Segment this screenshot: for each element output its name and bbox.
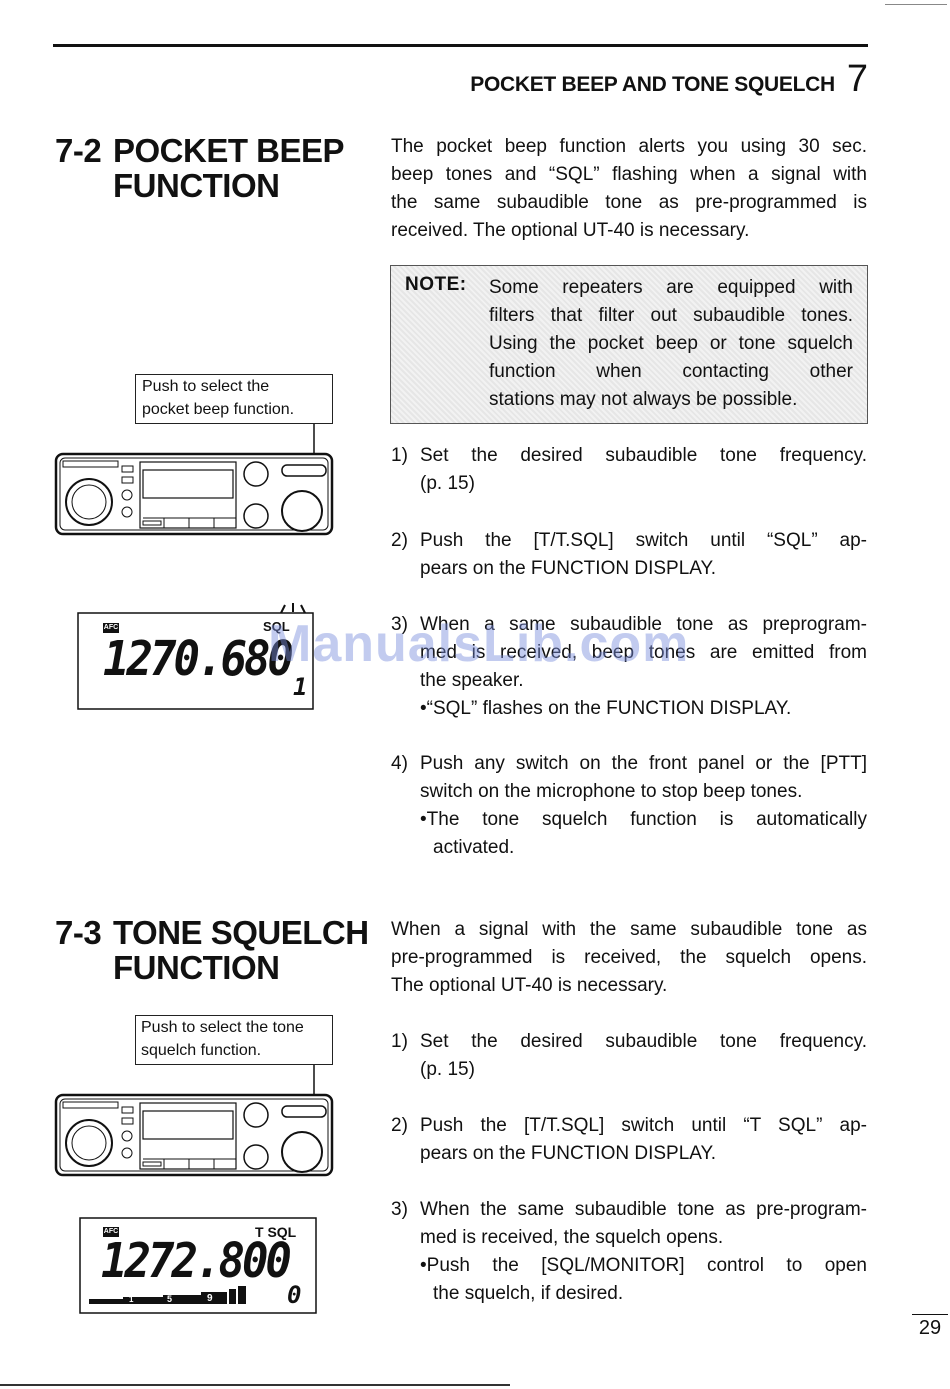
step-line: (p. 15) <box>420 1059 475 1080</box>
note-box: NOTE: Some repeaters are equipped with f… <box>390 265 868 424</box>
step-line: med is received, beep tones are emitted … <box>420 642 867 663</box>
step-line: pears on the FUNCTION DISPLAY. <box>420 1143 717 1164</box>
step-number: 2) <box>391 1115 408 1136</box>
step-line: switch on the microphone to stop beep to… <box>420 781 803 802</box>
step-bullet: •“SQL” flashes on the FUNCTION DISPLAY. <box>420 698 792 719</box>
callout-line: squelch function. <box>141 1042 262 1059</box>
section-number: 7-2 <box>55 132 102 169</box>
t-tsql-switch[interactable] <box>281 1105 327 1118</box>
step-2: 2) Push the [T/T.SQL] switch until “T SQ… <box>391 1112 867 1168</box>
s-meter-label: 5 <box>167 1294 173 1304</box>
section-title-line1: TONE SQUELCH <box>113 914 369 951</box>
radio-front-panel <box>54 1065 334 1177</box>
step-number: 3) <box>391 614 408 635</box>
step-line: Push the [T/T.SQL] switch until “SQL” ap… <box>420 530 867 551</box>
step-bullet: the squelch, if desired. <box>433 1283 624 1304</box>
section-title-line2: FUNCTION <box>113 167 280 204</box>
note-line: filters that filter out subaudible tones… <box>489 305 853 326</box>
section-number: 7-3 <box>55 914 102 951</box>
note-label: NOTE: <box>405 274 467 295</box>
afc-badge: AFC <box>103 1228 119 1235</box>
squelch-knob[interactable] <box>281 490 323 532</box>
step-number: 1) <box>391 1031 408 1052</box>
note-line: Some repeaters are equipped with <box>489 277 853 298</box>
header-rule <box>53 44 868 47</box>
step-line: pears on the FUNCTION DISPLAY. <box>420 558 717 579</box>
step-bullet: •Push the [SQL/MONITOR] control to open <box>420 1255 867 1276</box>
sql-indicator: SQL <box>263 619 290 634</box>
step-number: 2) <box>391 530 408 551</box>
page-number: 29 <box>912 1314 948 1340</box>
intro-line: beep tones and “SQL” flashing when a sig… <box>391 164 867 185</box>
memory-digit: 0 <box>287 1281 302 1309</box>
note-line: Using the pocket beep or tone squelch <box>489 333 853 354</box>
callout-pocket-beep: Push to select the pocket beep function. <box>135 374 333 424</box>
section-7-3-title: 7-3 TONE SQUELCH FUNCTION <box>55 915 369 985</box>
chapter-number: 7 <box>846 58 868 100</box>
step-1: 1) Set the desired subaudible tone frequ… <box>391 1028 867 1084</box>
corner-rule <box>885 4 947 5</box>
header-title: POCKET BEEP AND TONE SQUELCH <box>470 73 835 96</box>
intro-line: the same subaudible tone as pre-programm… <box>391 192 867 213</box>
callout-line: Push to select the tone <box>141 1019 304 1036</box>
step-bullet: •The tone squelch function is automatica… <box>420 809 867 830</box>
squelch-knob[interactable] <box>281 1131 323 1173</box>
frequency-readout: 1270.680 <box>103 631 294 688</box>
step-2: 2) Push the [T/T.SQL] switch until “SQL”… <box>391 527 867 583</box>
step-bullet: activated. <box>433 837 515 858</box>
page-header: POCKET BEEP AND TONE SQUELCH 7 <box>470 58 868 101</box>
s-meter-label: 9 <box>207 1293 213 1304</box>
tsql-indicator: T SQL <box>255 1224 297 1240</box>
afc-badge: AFC <box>103 624 119 631</box>
intro-line: When a signal with the same subaudible t… <box>391 919 867 940</box>
step-line: Push any switch on the front panel or th… <box>420 753 867 774</box>
step-number: 4) <box>391 753 408 774</box>
volume-knob[interactable] <box>65 1119 113 1167</box>
volume-knob[interactable] <box>65 478 113 526</box>
section-7-2-intro: The pocket beep function alerts you usin… <box>391 133 867 245</box>
step-line: Set the desired subaudible tone frequenc… <box>420 1031 867 1052</box>
step-line: the speaker. <box>420 670 524 691</box>
step-1: 1) Set the desired subaudible tone frequ… <box>391 442 867 498</box>
step-line: When a same subaudible tone as preprogra… <box>420 614 867 635</box>
frequency-readout: 1272.800 <box>101 1233 292 1290</box>
step-line: med is received, the squelch opens. <box>420 1227 724 1248</box>
memory-digit: 1 <box>293 673 308 701</box>
callout-line: pocket beep function. <box>142 401 295 418</box>
section-title-line2: FUNCTION <box>113 949 280 986</box>
step-line: (p. 15) <box>420 473 475 494</box>
step-line: Push the [T/T.SQL] switch until “T SQL” … <box>420 1115 867 1136</box>
function-display: AFC SQL 1270.680 1 <box>77 603 314 711</box>
watermark: ManualsLib.com <box>268 615 690 673</box>
function-display: AFC T SQL 1272.800 1 5 9 0 <box>79 1217 317 1315</box>
step-line: Set the desired subaudible tone frequenc… <box>420 445 867 466</box>
callout-line: Push to select the <box>142 378 270 395</box>
note-line: stations may not always be possible. <box>489 389 798 410</box>
step-line: When the same subaudible tone as pre-pro… <box>420 1199 867 1220</box>
section-title-line1: POCKET BEEP <box>113 132 345 169</box>
t-tsql-switch[interactable] <box>281 464 327 477</box>
step-number: 3) <box>391 1199 408 1220</box>
callout-tone-squelch: Push to select the tone squelch function… <box>135 1015 333 1065</box>
step-4: 4) Push any switch on the front panel or… <box>391 750 867 862</box>
note-line: function when contacting other <box>489 361 853 382</box>
intro-line: The pocket beep function alerts you usin… <box>391 136 867 157</box>
s-meter-label: 1 <box>129 1295 134 1304</box>
note-text: Some repeaters are equipped with filters… <box>489 274 853 414</box>
intro-line: pre-programmed is received, the squelch … <box>391 947 867 968</box>
footer-rule <box>0 1384 510 1386</box>
step-3: 3) When the same subaudible tone as pre-… <box>391 1196 867 1308</box>
intro-line: The optional UT-40 is necessary. <box>391 975 668 996</box>
step-number: 1) <box>391 445 408 466</box>
intro-line: received. The optional UT-40 is necessar… <box>391 220 750 241</box>
radio-front-panel <box>54 424 334 536</box>
step-3: 3) When a same subaudible tone as prepro… <box>391 611 867 723</box>
section-7-3-intro: When a signal with the same subaudible t… <box>391 916 867 1000</box>
section-7-2-title: 7-2 POCKET BEEP FUNCTION <box>55 132 345 204</box>
